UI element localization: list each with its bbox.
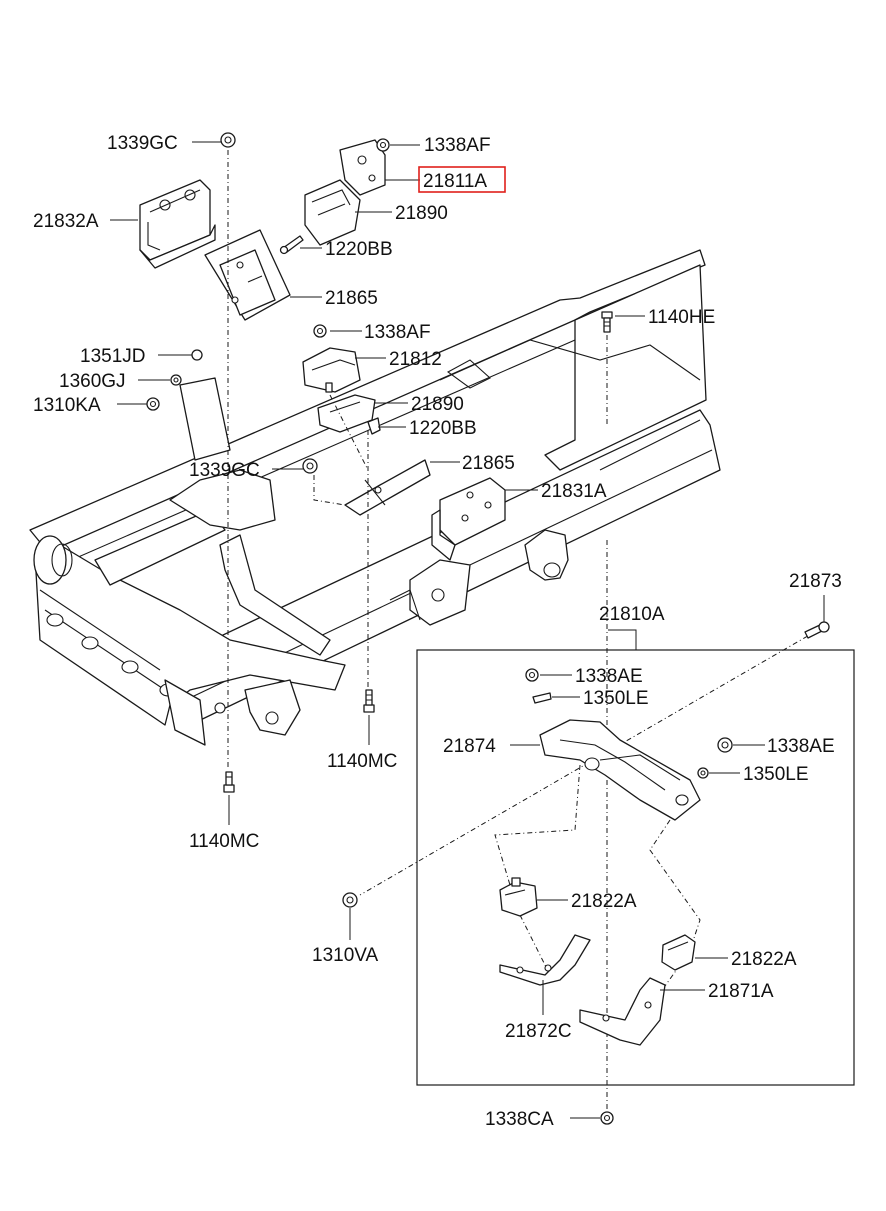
bracket-21811A	[339, 139, 386, 196]
label-1338AE-right: 1338AE	[767, 736, 835, 757]
label-1338CA: 1338CA	[485, 1109, 554, 1130]
bolt-1140HE	[601, 311, 613, 333]
bracket-21832A	[139, 179, 216, 269]
label-1338AE-top: 1338AE	[575, 666, 643, 687]
nut-1338AF-top	[376, 138, 390, 152]
label-1339GC-mid: 1339GC	[189, 460, 260, 481]
nut-1339GC-mid	[302, 458, 318, 474]
label-21831A: 21831A	[541, 481, 607, 502]
washer-1350LE-top	[532, 692, 552, 704]
bolt-1140MC-bottom	[223, 771, 235, 793]
leader-lines	[110, 141, 825, 1119]
label-1310KA: 1310KA	[33, 395, 101, 416]
label-21822A-right: 21822A	[731, 949, 797, 970]
bracket-21831A	[431, 477, 506, 561]
nut-1338AE-right	[717, 737, 733, 753]
label-21865-top: 21865	[325, 288, 378, 309]
bolt-1220BB-top	[279, 235, 304, 255]
bracket-21872C	[499, 934, 591, 986]
label-21832A: 21832A	[33, 211, 99, 232]
insulator-21822A-left	[499, 877, 538, 917]
label-1338AF-top: 1338AF	[424, 135, 491, 156]
label-1140HE: 1140HE	[648, 307, 715, 328]
bracket-21865-top	[204, 229, 291, 321]
label-21810A: 21810A	[599, 604, 665, 625]
bracket-21890-mid	[317, 394, 381, 435]
label-1140MC-mid: 1140MC	[327, 751, 397, 772]
label-21811A: 21811A	[423, 171, 487, 192]
label-21873: 21873	[789, 571, 842, 592]
nut-1338AE-top	[525, 668, 539, 682]
label-1360GJ: 1360GJ	[59, 371, 126, 392]
label-1350LE-right: 1350LE	[743, 764, 809, 785]
label-1350LE-top: 1350LE	[583, 688, 649, 709]
label-1310VA: 1310VA	[312, 945, 379, 966]
insulator-21822A-right	[661, 934, 696, 971]
label-21890-mid: 21890	[411, 394, 464, 415]
label-1351JD: 1351JD	[80, 346, 146, 367]
insulator-21812	[302, 324, 361, 393]
label-21890-top: 21890	[395, 203, 448, 224]
label-1338AF-mid: 1338AF	[364, 322, 431, 343]
label-21872C: 21872C	[505, 1021, 572, 1042]
bolt-1140MC-mid	[363, 689, 375, 713]
insulator-21890-top	[304, 179, 361, 246]
bracket-21871A	[579, 977, 666, 1046]
label-1220BB-mid: 1220BB	[409, 418, 477, 439]
label-21812: 21812	[389, 349, 442, 370]
label-1339GC-top: 1339GC	[107, 133, 178, 154]
label-21865-mid: 21865	[462, 453, 515, 474]
washer-1350LE-right	[697, 767, 709, 779]
label-21822A-left: 21822A	[571, 891, 637, 912]
crossmember-21874	[539, 719, 701, 821]
nut-1310VA	[342, 892, 358, 908]
nut-1339GC-top	[220, 132, 236, 148]
bracket-21865-mid	[344, 459, 431, 516]
nut-1338CA	[600, 1111, 614, 1125]
highlight-box-21811A	[418, 166, 506, 193]
bolt-21873	[804, 621, 830, 639]
label-21871A: 21871A	[708, 981, 774, 1002]
label-1220BB-top: 1220BB	[325, 239, 393, 260]
label-1140MC-bottom: 1140MC	[189, 831, 259, 852]
label-21874: 21874	[443, 736, 496, 757]
